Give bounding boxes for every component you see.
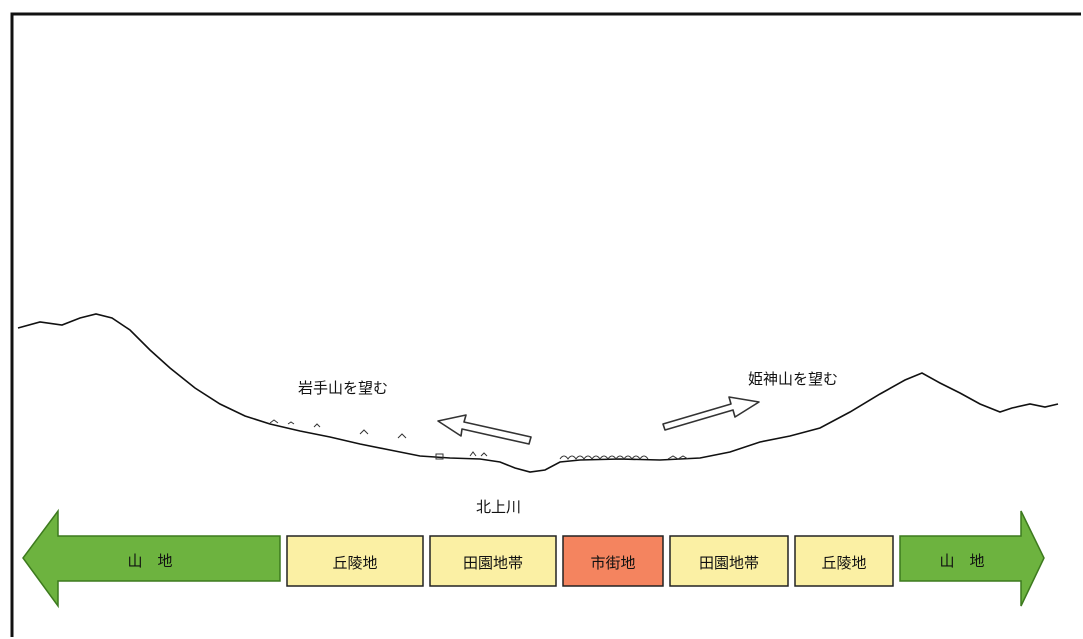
zone-right-hill-label: 丘陵地 xyxy=(821,554,866,572)
iwate-view-label: 岩手山を望む xyxy=(298,379,388,397)
river-label: 北上川 xyxy=(476,498,521,516)
zone-left-hill-box xyxy=(286,535,424,587)
terrain-profile-line xyxy=(17,313,1059,473)
himekami-view-label: 姫神山を望む xyxy=(748,370,838,388)
zone-left-mountain-label: 山 地 xyxy=(127,552,172,570)
zone-right-hill-box xyxy=(794,535,894,587)
frame-border xyxy=(10,12,1081,637)
zone-right-mountain-arrow xyxy=(899,510,1045,607)
zone-right-mountain-label: 山 地 xyxy=(939,552,984,570)
zone-right-rural-label: 田園地帯 xyxy=(699,554,759,572)
settlement-marks xyxy=(269,419,689,460)
arrow-to-himekami-icon xyxy=(662,396,760,431)
zone-left-hill-label: 丘陵地 xyxy=(332,554,377,572)
zone-left-rural-label: 田園地帯 xyxy=(463,554,523,572)
zone-left-mountain-arrow xyxy=(22,508,281,609)
zone-right-rural-box xyxy=(669,535,789,587)
zone-left-rural-box xyxy=(429,535,557,587)
arrow-to-iwate-icon xyxy=(437,414,532,445)
zone-city-label: 市街地 xyxy=(590,554,635,572)
zone-city-box xyxy=(562,535,664,587)
